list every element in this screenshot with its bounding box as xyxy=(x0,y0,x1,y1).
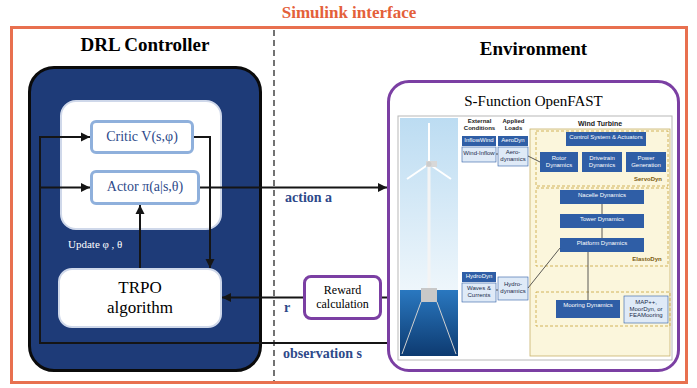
connector xyxy=(200,183,387,192)
node-text: Critic V(s,φ) xyxy=(106,129,178,145)
arrow-head xyxy=(222,293,231,302)
heading: Environment xyxy=(390,38,677,60)
module-label: Hydro-dynamics xyxy=(498,281,528,294)
picture-frame xyxy=(398,116,672,360)
reward-box: Reward calculation xyxy=(303,275,382,320)
heading: Simulink interface xyxy=(13,3,685,23)
connector-line xyxy=(40,188,387,344)
connector-line xyxy=(40,137,387,343)
connector xyxy=(382,297,387,298)
edge-label: Update φ , θ xyxy=(68,238,122,250)
connector xyxy=(194,137,215,268)
connector-line xyxy=(139,205,141,268)
controller-panel: DRL ControllerCritic V(s,φ)Actor π(a|s,θ… xyxy=(28,66,262,372)
connector-line xyxy=(222,297,303,299)
module-label: Wind-Inflow xyxy=(462,150,496,157)
actor-box: Actor π(a|s,θ) xyxy=(90,170,200,205)
node-text: TRPO algorithm xyxy=(95,278,185,317)
module-label: AeroDyn xyxy=(498,137,528,144)
edge-label: observation s xyxy=(283,346,362,361)
module-label: Control System & Actuators xyxy=(566,134,646,141)
environment-box: EnvironmentS-Function OpenFAST xyxy=(387,80,680,372)
module-label: HydroDyn xyxy=(462,273,496,280)
arrow-head xyxy=(81,133,90,142)
arrow-head xyxy=(81,183,90,192)
critic-box: Critic V(s,φ) xyxy=(90,120,194,154)
edge-label: r xyxy=(284,300,290,315)
connector-line xyxy=(200,187,387,189)
interface-frame: Simulink interfaceDRL ControllerCritic V… xyxy=(10,26,688,384)
divider-line xyxy=(273,30,275,381)
connector xyxy=(40,133,387,344)
edge-label: action a xyxy=(285,190,332,205)
connector xyxy=(40,183,387,343)
arrow-head xyxy=(378,183,387,192)
module-label: Waves & Currents xyxy=(462,285,496,298)
connector xyxy=(222,293,303,302)
arrow-head xyxy=(136,205,145,214)
module-label: MAP++, MoorDyn, or FEAMooring xyxy=(624,299,668,319)
trpo-box: TRPO algorithm xyxy=(58,268,222,328)
connector-line xyxy=(382,297,387,299)
module-label: Nacelle Dynamics xyxy=(560,192,644,199)
arrow-head xyxy=(206,259,215,268)
module-label: Power Generation xyxy=(626,155,666,168)
module-label: Platform Dynamics xyxy=(560,240,644,247)
module-label: Tower Dynamics xyxy=(560,216,644,223)
module-label: External Conditions xyxy=(461,118,498,131)
node-text: Actor π(a|s,θ) xyxy=(107,179,183,195)
module-label: InflowWind xyxy=(462,137,496,144)
connector xyxy=(136,205,145,268)
module-label: Aero-dynamics xyxy=(498,149,528,162)
module-label: Wind Turbine xyxy=(530,120,670,128)
heading: DRL Controller xyxy=(31,34,259,56)
module-blocks xyxy=(462,129,670,356)
module-label: Rotor Dynamics xyxy=(540,155,578,168)
turbine-picture xyxy=(400,118,458,356)
module-label: Applied Loads xyxy=(497,118,530,131)
connector-line xyxy=(194,137,210,268)
module-label: ElastoDyn xyxy=(626,256,668,263)
module-label: Mooring Dynamics xyxy=(556,302,620,309)
module-label: ServoDyn xyxy=(626,176,670,183)
node-text: Reward calculation xyxy=(312,284,374,312)
module-label: Drivetrain Dynamics xyxy=(582,155,622,168)
node-text: S-Function OpenFAST xyxy=(390,93,677,110)
